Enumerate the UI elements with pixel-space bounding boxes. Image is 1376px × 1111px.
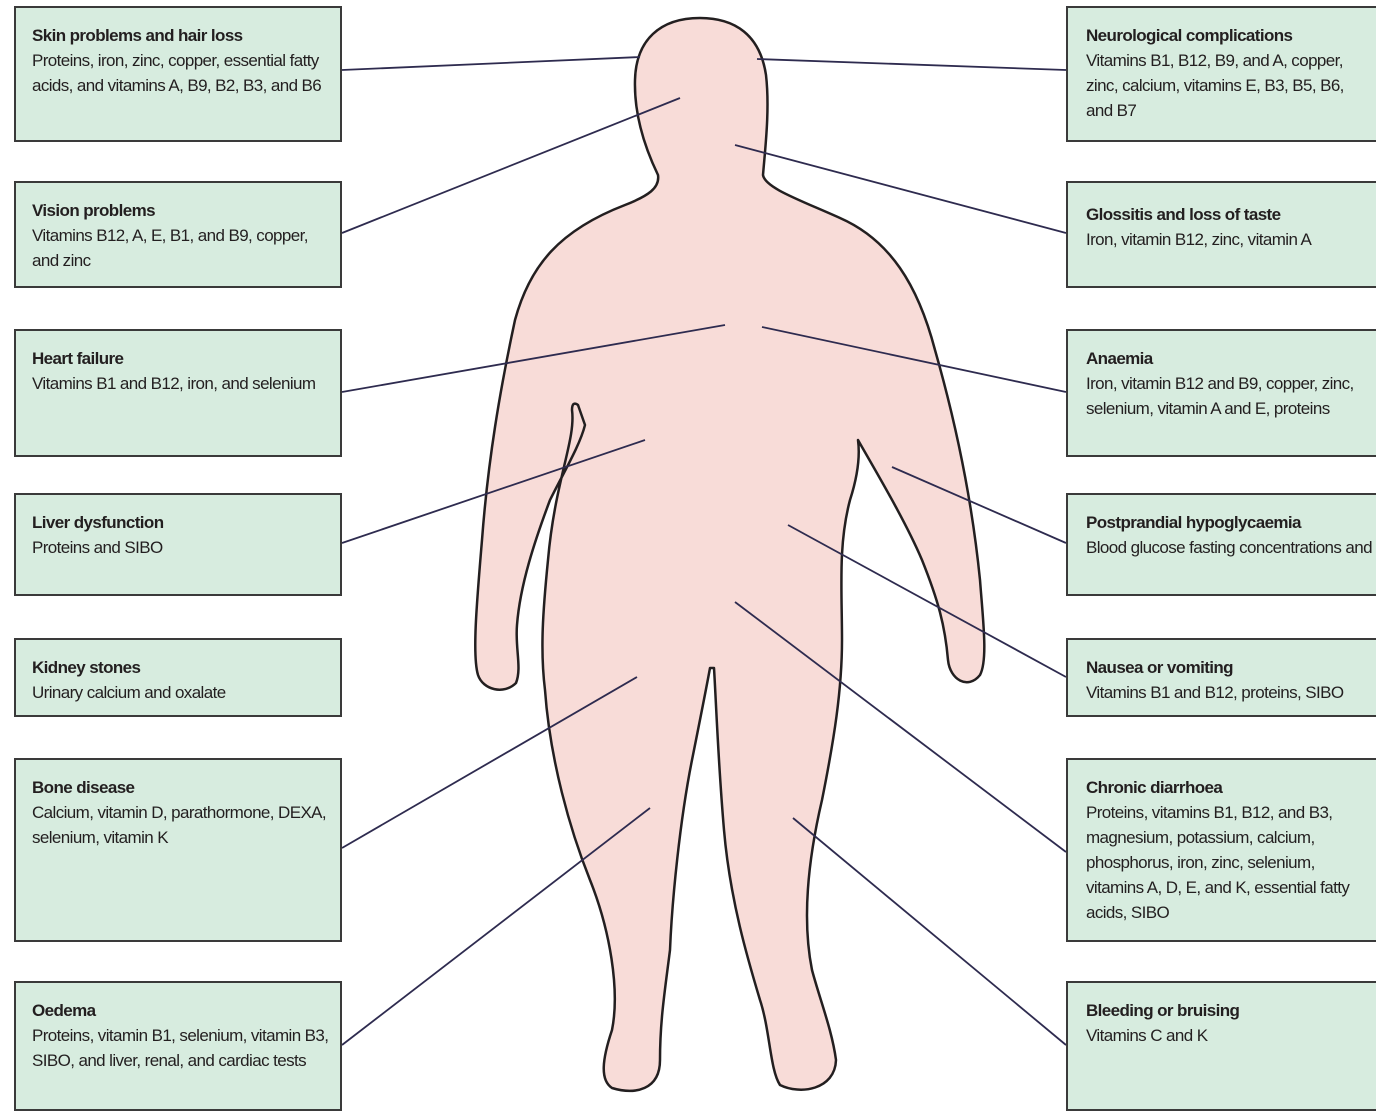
leader-neurological-line [757,59,1066,70]
callout-bleeding-bruising: Bleeding or bruising Vitamins C and K [1066,981,1376,1111]
callout-title: Liver dysfunction [32,511,330,535]
callout-detail: Urinary calcium and oxalate [32,680,330,705]
callout-liver-dysfunction: Liver dysfunction Proteins and SIBO [14,493,342,596]
callout-title: Vision problems [32,199,330,223]
callout-postprandial-hypoglycaemia: Postprandial hypoglycaemia Blood glucose… [1066,493,1376,596]
callout-anaemia: Anaemia Iron, vitamin B12 and B9, copper… [1066,329,1376,457]
callout-skin-problems: Skin problems and hair loss Proteins, ir… [14,6,342,142]
callout-neurological-complications: Neurological complications Vitamins B1, … [1066,6,1376,142]
callout-vision-problems: Vision problems Vitamins B12, A, E, B1, … [14,181,342,288]
callout-bone-disease: Bone disease Calcium, vitamin D, paratho… [14,758,342,942]
callout-detail: Vitamins C and K [1086,1023,1372,1048]
callout-title: Oedema [32,999,330,1023]
callout-title: Nausea or vomiting [1086,656,1372,680]
callout-chronic-diarrhoea: Chronic diarrhoea Proteins, vitamins B1,… [1066,758,1376,942]
callout-title: Neurological complications [1086,24,1372,48]
callout-title: Heart failure [32,347,330,371]
callout-detail: Calcium, vitamin D, parathormone, DEXA, … [32,800,330,850]
callout-detail: Iron, vitamin B12, zinc, vitamin A [1086,227,1372,252]
callout-title: Anaemia [1086,347,1372,371]
human-body-silhouette [475,18,984,1091]
callout-heart-failure: Heart failure Vitamins B1 and B12, iron,… [14,329,342,457]
leader-skin-line [342,57,640,70]
callout-glossitis: Glossitis and loss of taste Iron, vitami… [1066,181,1376,288]
callout-title: Kidney stones [32,656,330,680]
callout-title: Bone disease [32,776,330,800]
callout-detail: Iron, vitamin B12 and B9, copper, zinc, … [1086,371,1372,421]
callout-title: Skin problems and hair loss [32,24,330,48]
callout-title: Postprandial hypoglycaemia [1086,511,1372,535]
callout-detail: Vitamins B1 and B12, iron, and selenium [32,371,330,396]
callout-detail: Proteins, vitamin B1, selenium, vitamin … [32,1023,330,1073]
callout-nausea-vomiting: Nausea or vomiting Vitamins B1 and B12, … [1066,638,1376,717]
callout-detail: Blood glucose fasting concentrations and… [1086,535,1372,560]
callout-detail: Proteins and SIBO [32,535,330,560]
callout-title: Chronic diarrhoea [1086,776,1372,800]
callout-detail: Vitamins B1, B12, B9, and A, copper, zin… [1086,48,1372,123]
callout-detail: Proteins, vitamins B1, B12, and B3, magn… [1086,800,1372,925]
callout-detail: Vitamins B12, A, E, B1, and B9, copper, … [32,223,330,273]
callout-kidney-stones: Kidney stones Urinary calcium and oxalat… [14,638,342,717]
callout-oedema: Oedema Proteins, vitamin B1, selenium, v… [14,981,342,1111]
callout-title: Bleeding or bruising [1086,999,1372,1023]
leader-bleeding-line [793,818,1066,1045]
callout-title: Glossitis and loss of taste [1086,203,1372,227]
callout-detail: Vitamins B1 and B12, proteins, SIBO [1086,680,1372,705]
callout-detail: Proteins, iron, zinc, copper, essential … [32,48,330,98]
